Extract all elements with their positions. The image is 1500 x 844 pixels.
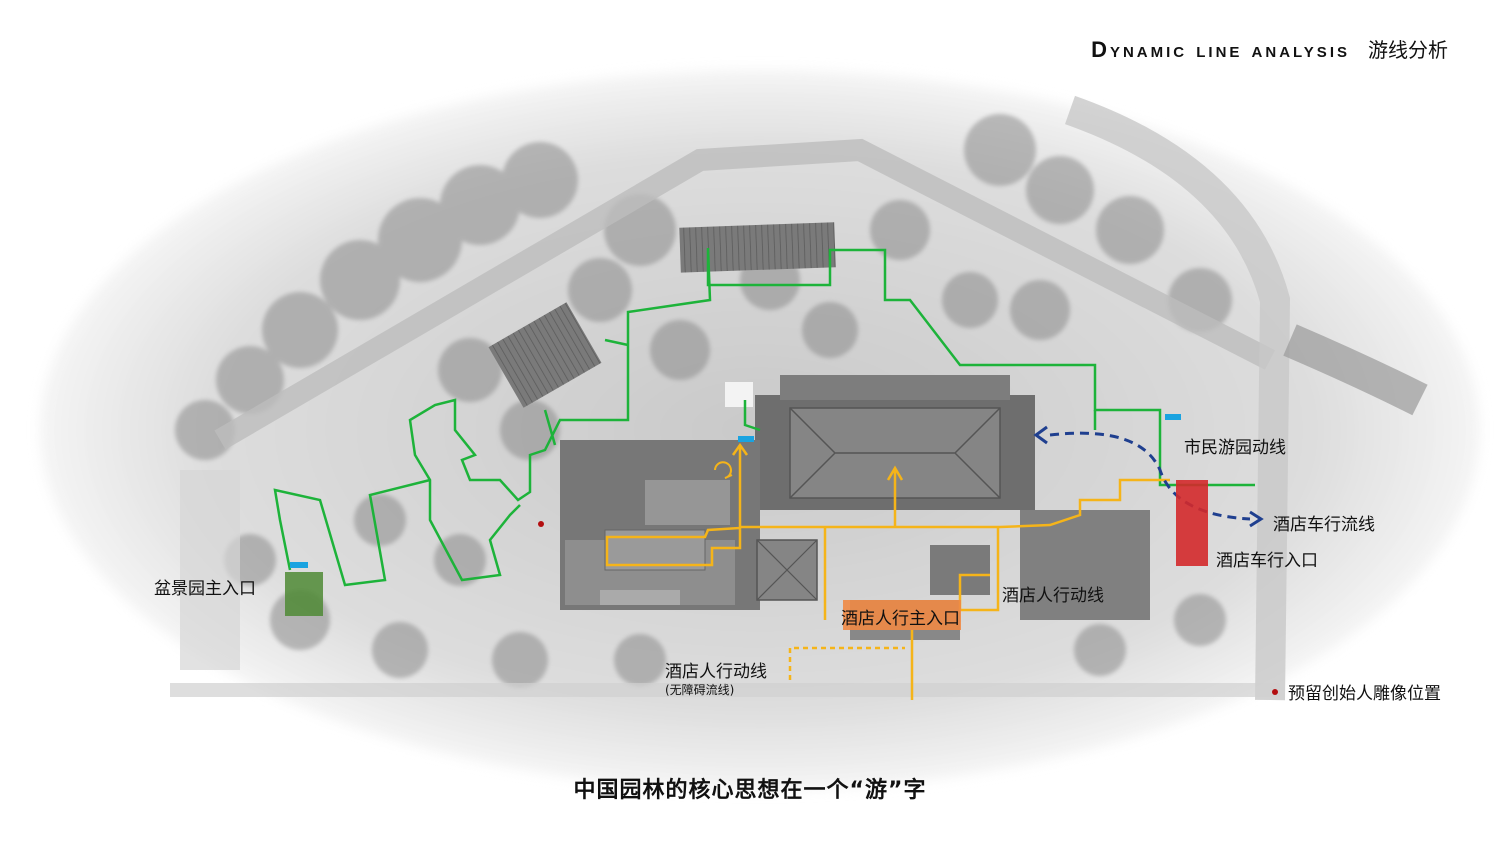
label-hotel-pedestrian-route: 酒店人行动线	[1002, 586, 1104, 606]
page-caption: 中国园林的核心思想在一个“游”字	[573, 778, 927, 803]
bonsai-entrance-marker	[285, 572, 323, 616]
label-hotel-vehicle-flow: 酒店车行流线	[1273, 515, 1375, 535]
gate-marker-bonsai	[290, 562, 308, 568]
hotel-vehicle-flow	[1033, 425, 1264, 528]
hotel-vehicle-entrance-marker	[1176, 480, 1208, 566]
gate-marker-center	[738, 436, 754, 442]
legend-statue: 预留创始人雕像位置	[1272, 679, 1441, 704]
label-citizen-route: 市民游园动线	[1184, 438, 1286, 458]
label-hotel-vehicle-entrance: 酒店车行入口	[1216, 551, 1318, 571]
statue-marker	[538, 521, 544, 527]
citizen-garden-route	[273, 247, 1255, 587]
label-bonsai-entrance: 盆景园主入口	[154, 579, 256, 599]
header-title-cn: 游线分析	[1368, 38, 1448, 62]
building-main-hall	[755, 395, 1035, 510]
legend-statue-label: 预留创始人雕像位置	[1288, 684, 1441, 704]
gate-marker-east	[1165, 414, 1181, 420]
page-header: Dynamic line analysis 游线分析	[1091, 34, 1448, 63]
legend-statue-dot	[1272, 688, 1278, 695]
hotel-pedestrian-entrance-marker	[843, 600, 961, 630]
label-hotel-pedestrian-route-barrier-free: 酒店人行动线	[665, 662, 767, 682]
label-barrier-free: (无障碍流线)	[665, 683, 735, 697]
label-hotel-pedestrian-main-entrance: 酒店人行主入口	[841, 609, 960, 629]
header-title-en: Dynamic line analysis	[1091, 37, 1350, 62]
